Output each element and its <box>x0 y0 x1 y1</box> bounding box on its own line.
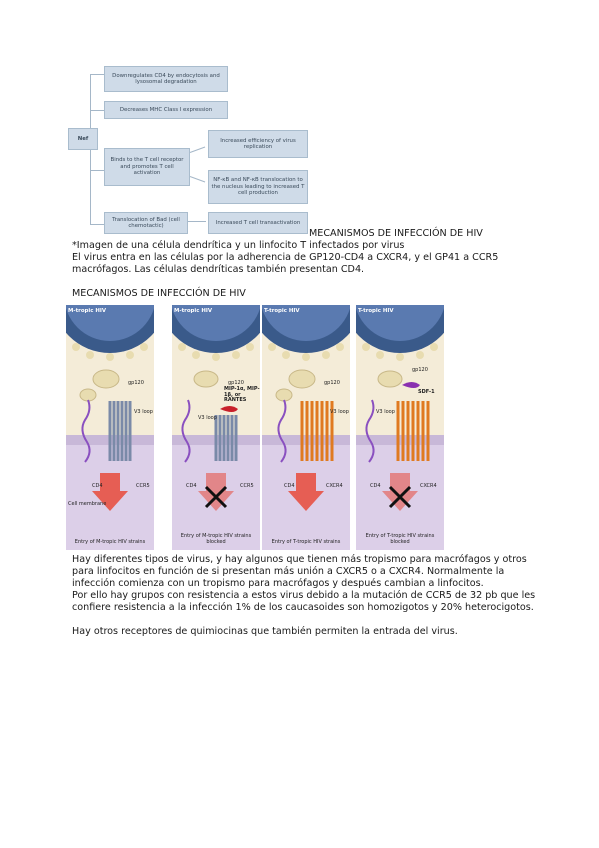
panel-3-cxcr4-label: CXCR4 <box>326 483 343 489</box>
panel-4-title: T-tropic HIV <box>358 308 394 314</box>
panel-4-v3-label: V3 loop <box>376 409 395 415</box>
body-line-1: Hay diferentes tipos de virus, y hay alg… <box>72 554 527 565</box>
panel-2-ccr5-label: CCR5 <box>240 483 254 489</box>
panel-t-tropic-blocked: T-tropic HIV gp120 SDF-1 V3 loop CD4 CXC… <box>356 305 444 550</box>
hiv-entry-figure: M-tropic HIV gp120 V3 loop CD4 CCR5 Cell… <box>66 305 446 550</box>
panel-3-gp120-label: gp120 <box>324 380 340 386</box>
nef-box-tcell: Binds to the T cell receptor and promote… <box>104 148 190 186</box>
panel-3-cd4-label: CD4 <box>284 483 295 489</box>
panel-4-sdf1-label: SDF-1 <box>418 389 435 395</box>
body-line-2: para linfocitos en función de si present… <box>72 566 505 577</box>
panel-t-tropic-blocked-art <box>356 305 444 550</box>
panel-2-v3-label: V3 loop <box>198 415 217 421</box>
panel-2-title: M-tropic HIV <box>174 308 213 314</box>
panel-2-mip-label: MIP-1α, MIP-1β, or RANTES <box>224 386 260 404</box>
panel-m-tropic-blocked: M-tropic HIV gp120 MIP-1α, MIP-1β, or RA… <box>172 305 260 550</box>
body-line-3: infección comienza con un tropismo para … <box>72 578 484 589</box>
panel-1-gp120-label: gp120 <box>128 380 144 386</box>
panel-3-caption: Entry of T-tropic HIV strains <box>271 539 341 546</box>
panel-t-tropic: T-tropic HIV gp120 V3 loop CD4 CXCR4 Ent… <box>262 305 350 550</box>
panel-4-cxcr4-label: CXCR4 <box>420 483 437 489</box>
heading-section: MECANISMOS DE INFECCIÓN DE HIV <box>72 288 246 299</box>
panel-1-caption: Entry of M-tropic HIV strains <box>74 539 146 546</box>
para1-line3: macrófagos. Las células dendríticas tamb… <box>72 264 365 275</box>
panel-4-caption: Entry of T-tropic HIV strains blocked <box>365 533 435 546</box>
panel-3-title: T-tropic HIV <box>264 308 300 314</box>
heading-inline: MECANISMOS DE INFECCIÓN DE HIV <box>309 228 483 239</box>
body-line-7: Hay otros receptores de quimiocinas que … <box>72 626 458 637</box>
panel-1-membrane-label: Cell membrane <box>68 501 107 507</box>
body-line-5: confiere resistencia a la infección 1% d… <box>72 602 534 613</box>
para1-line1: *Imagen de una célula dendrítica y un li… <box>72 240 405 251</box>
nef-box-mhc: Decreases MHC Class I expression <box>104 101 228 119</box>
panel-1-ccr5-label: CCR5 <box>136 483 150 489</box>
panel-3-v3-label: V3 loop <box>330 409 349 415</box>
panel-1-title: M-tropic HIV <box>68 308 107 314</box>
panel-m-tropic-art <box>66 305 154 550</box>
nef-box-bad: Translocation of Bad (cell chemotactic) <box>104 212 188 234</box>
nef-box-cd4: Downregulates CD4 by endocytosis and lys… <box>104 66 228 92</box>
panel-2-caption: Entry of M-tropic HIV strains blocked <box>180 533 252 546</box>
panel-m-tropic-blocked-art <box>172 305 260 550</box>
body-line-4: Por ello hay grupos con resistencia a es… <box>72 590 536 601</box>
nef-root-box: Nef <box>68 128 98 150</box>
nef-box-transactivation: Increased T cell transactivation <box>208 212 308 234</box>
nef-box-efficiency: Increased efficiency of virus replicatio… <box>208 130 308 158</box>
panel-4-gp120-label: gp120 <box>412 367 428 373</box>
panel-1-v3-label: V3 loop <box>134 409 153 415</box>
para1-line2: El virus entra en las células por la adh… <box>72 252 499 263</box>
panel-2-gp120-label: gp120 <box>228 380 244 386</box>
nef-diagram: Nef Downregulates CD4 by endocytosis and… <box>68 66 312 236</box>
panel-1-cd4-label: CD4 <box>92 483 103 489</box>
panel-4-cd4-label: CD4 <box>370 483 381 489</box>
panel-t-tropic-art <box>262 305 350 550</box>
panel-m-tropic: M-tropic HIV gp120 V3 loop CD4 CCR5 Cell… <box>66 305 154 550</box>
panel-2-cd4-label: CD4 <box>186 483 197 489</box>
nef-box-nfkb: NF-κB and NF-κB translocation to the nuc… <box>208 170 308 204</box>
